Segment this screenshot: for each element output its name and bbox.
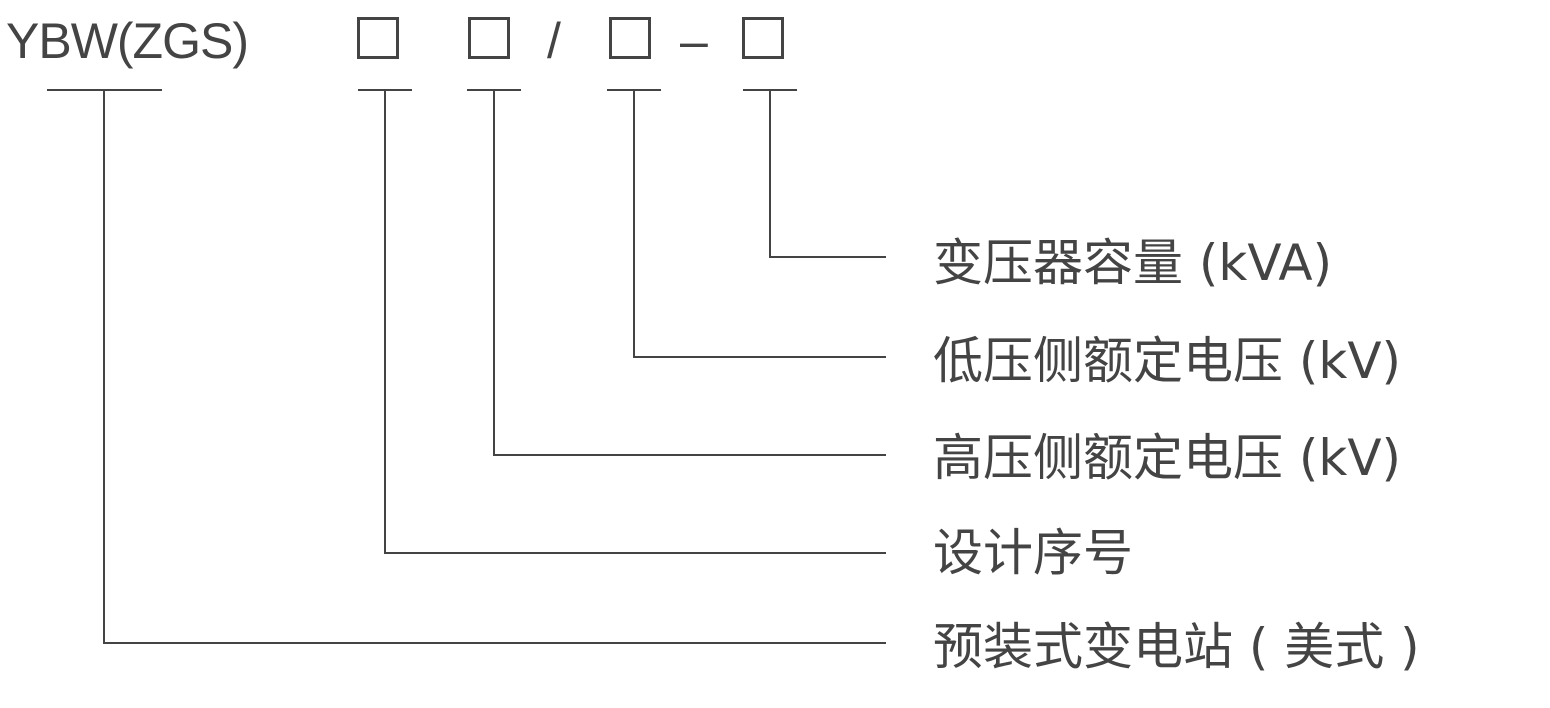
model-code-prefix: YBW(ZGS) [6, 13, 249, 69]
hv-voltage-label: 高压侧额定电压 (kV) [933, 429, 1402, 487]
lv-voltage-label: 低压侧额定电压 (kV) [933, 332, 1402, 390]
lv-voltage-placeholder-box [609, 17, 651, 59]
slash-separator: / [547, 13, 561, 69]
hv-voltage-leader [493, 90, 886, 456]
design-no-placeholder-box [357, 17, 399, 59]
substation-label: 预装式变电站 ( 美式 ) [933, 618, 1420, 676]
lv-voltage-leader [633, 90, 886, 358]
design-no-label: 设计序号 [933, 524, 1133, 582]
hv-voltage-placeholder-box [468, 17, 510, 59]
capacity-leader [769, 90, 886, 258]
design-no-leader [384, 90, 886, 554]
capacity-label: 变压器容量 (kVA) [933, 234, 1333, 292]
substation-leader [103, 90, 886, 644]
capacity-placeholder-box [742, 17, 784, 59]
dash-separator: – [680, 13, 708, 69]
